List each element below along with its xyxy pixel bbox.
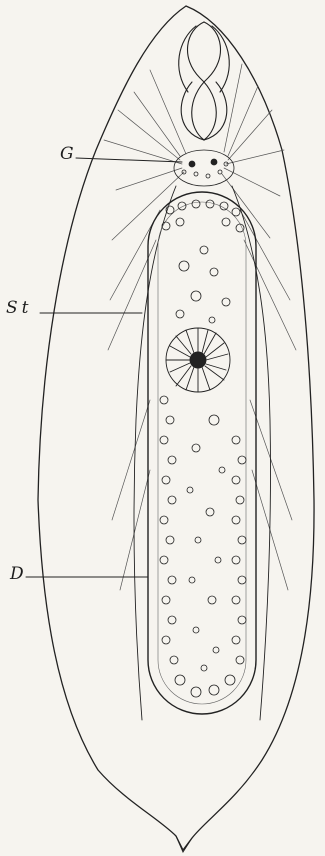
radiating-fibres <box>104 64 296 590</box>
intestine <box>148 192 256 714</box>
intestine-cells <box>160 200 246 697</box>
lateral-strand-right <box>232 186 271 720</box>
label-g: G <box>60 146 74 163</box>
intestine-inner-wall <box>158 202 246 704</box>
anterior-sac <box>179 22 230 140</box>
label-leaders <box>26 158 182 577</box>
tail-tip <box>176 836 192 852</box>
ganglion <box>174 150 234 186</box>
body-outline <box>38 6 314 850</box>
label-st: St <box>6 300 32 317</box>
rosette-organ <box>166 328 230 392</box>
label-d: D <box>10 566 24 583</box>
